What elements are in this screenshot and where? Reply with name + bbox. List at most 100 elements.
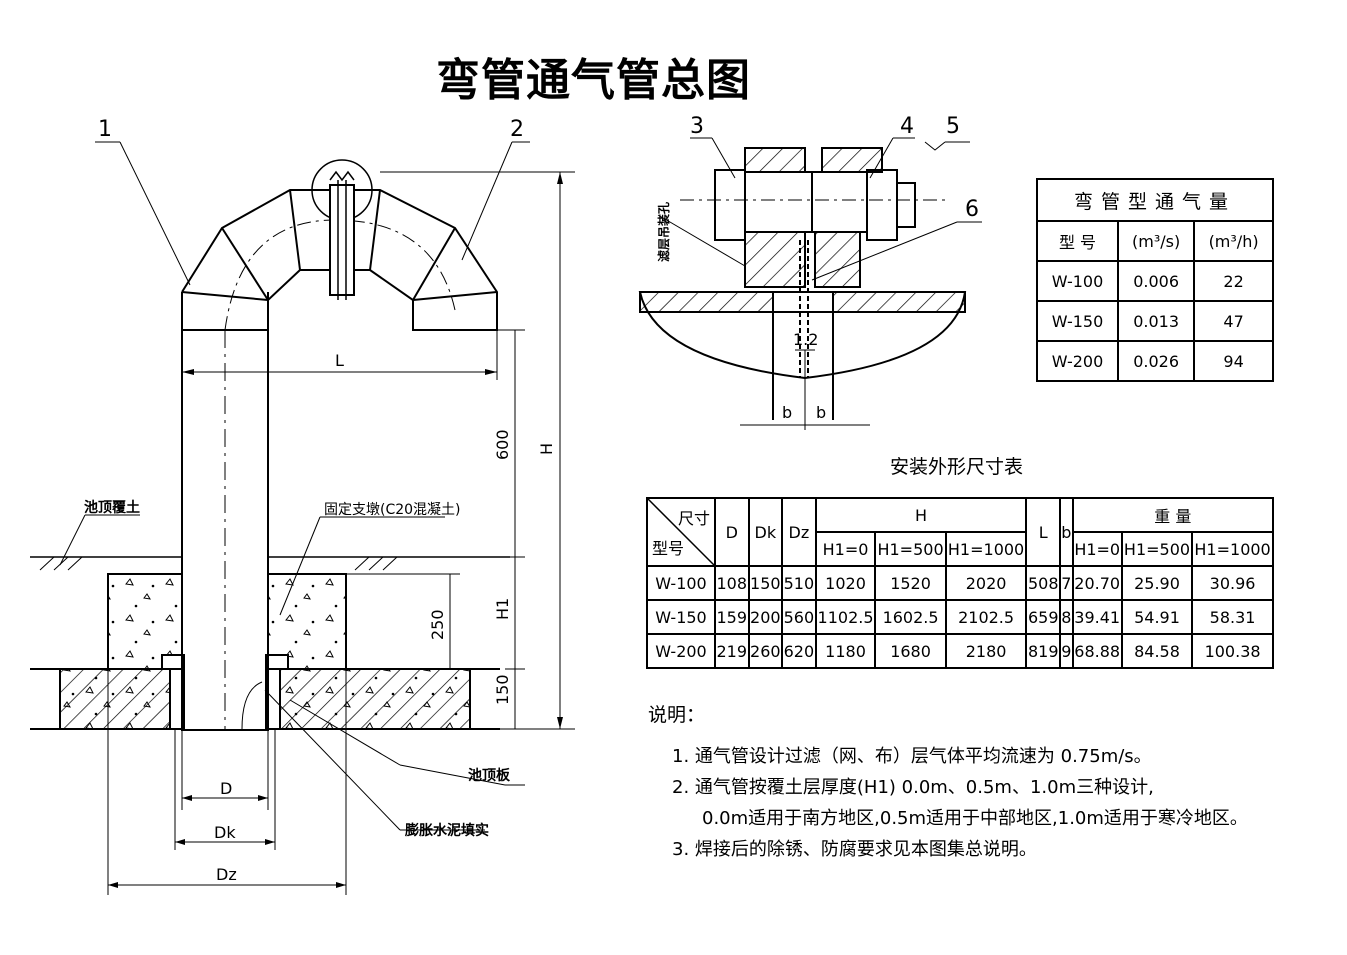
install-cell: 25.90 — [1120, 565, 1194, 601]
dim-H1: H1 — [493, 598, 512, 620]
install-cell: 1520 — [874, 565, 947, 601]
install-diag-header: 尺寸 型号 — [646, 497, 716, 567]
diagonal-line — [648, 499, 714, 565]
dim-D: D — [220, 779, 232, 798]
install-cell: 2180 — [944, 633, 1028, 669]
label-roof: 池顶板 — [468, 767, 511, 784]
vent-pipe-elevation — [30, 159, 510, 731]
install-cell: 58.31 — [1191, 599, 1274, 635]
install-cell: 1180 — [814, 633, 877, 669]
drawing-labels: 1 2 3 4 5 6 L H H1 600 250 150 D Dk Dz 1… — [84, 114, 979, 884]
install-cell: 150 — [747, 565, 784, 601]
install-cell: 1680 — [874, 633, 947, 669]
table-row: W-100 108 150 510 1020 1520 2020 508 7 2… — [646, 565, 1274, 601]
install-cell: 54.91 — [1120, 599, 1194, 635]
install-cell: 84.58 — [1120, 633, 1194, 669]
label-filter-hole: 滤层吊装孔 — [656, 202, 671, 262]
flow-table-caption: 弯管型通气量 — [1036, 178, 1274, 222]
install-cell: 1020 — [814, 565, 877, 601]
dimension-lines — [59, 141, 575, 895]
notes-section: 说明： 1. 通气管设计过滤（网、布）层气体平均流速为 0.75m/s。 2. … — [648, 700, 1248, 865]
label-cement: 膨胀水泥填实 — [405, 822, 489, 839]
install-cell: 508 — [1025, 565, 1061, 601]
install-cell: 39.41 — [1071, 599, 1123, 635]
install-cell: 819 — [1025, 633, 1061, 669]
flow-cell: W-150 — [1035, 300, 1120, 342]
dimension-arrows — [108, 172, 563, 888]
table-row: W-150 0.013 47 — [1035, 300, 1274, 342]
install-cell: 620 — [781, 633, 817, 669]
install-header-L: L — [1025, 497, 1061, 567]
flow-cell: 47 — [1193, 300, 1274, 342]
install-cell: W-100 — [646, 565, 716, 601]
dim-150: 150 — [493, 674, 512, 705]
install-cell: 8 — [1059, 599, 1074, 635]
install-cell: 2020 — [944, 565, 1028, 601]
install-header-weight: 重 量 — [1071, 497, 1275, 533]
install-cell: 1102.5 — [814, 599, 877, 635]
flow-cell: 0.026 — [1117, 340, 1196, 382]
install-cell: 100.38 — [1191, 633, 1274, 669]
subheader-cell: H1=0 — [814, 531, 877, 567]
flow-cell: 22 — [1193, 260, 1274, 302]
flow-header-model: 型 号 — [1035, 220, 1120, 262]
dim-Dk: Dk — [214, 823, 236, 842]
install-header-Dz: Dz — [781, 497, 817, 567]
flow-cell: 0.006 — [1117, 260, 1196, 302]
label-soil: 池顶覆土 — [84, 499, 140, 516]
note-item: 3. 焊接后的除锈、防腐要求见本图集总说明。 — [672, 839, 1037, 860]
dim-Dz: Dz — [216, 865, 237, 884]
flow-cell: W-100 — [1035, 260, 1120, 302]
subheader-cell: H1=500 — [1120, 531, 1194, 567]
part-2-label: 2 — [510, 117, 524, 142]
install-header-Dk: Dk — [747, 497, 784, 567]
flange-detail — [638, 147, 967, 420]
diag-bottom-label: 型号 — [652, 539, 685, 558]
install-cell: 200 — [747, 599, 784, 635]
dim-L: L — [335, 351, 344, 370]
install-cell: 560 — [781, 599, 817, 635]
dim-H: H — [537, 443, 556, 455]
flow-header-m3s: (m³/s) — [1117, 220, 1196, 262]
install-cell: 159 — [714, 599, 750, 635]
dim-1-2: 1.2 — [793, 330, 818, 349]
install-cell: 659 — [1025, 599, 1061, 635]
dim-600: 600 — [493, 429, 512, 460]
subheader-cell: H1=1000 — [1191, 531, 1274, 567]
dim-250: 250 — [428, 609, 447, 640]
table-row: W-200 219 260 620 1180 1680 2180 819 9 6… — [646, 633, 1274, 669]
install-cell: W-200 — [646, 633, 716, 669]
part-6-label: 6 — [965, 197, 979, 222]
part-1-label: 1 — [98, 117, 112, 142]
install-table: 尺寸 型号 D Dk Dz H L b 重 量 H1=0 H1=500 H1=1… — [646, 497, 1275, 669]
install-cell: 510 — [781, 565, 817, 601]
table-row: W-150 159 200 560 1102.5 1602.5 2102.5 6… — [646, 599, 1274, 635]
dim-b-right: b — [816, 403, 826, 422]
flow-header-m3h: (m³/h) — [1193, 220, 1274, 262]
subheader-cell: H1=0 — [1071, 531, 1123, 567]
note-item: 1. 通气管设计过滤（网、布）层气体平均流速为 0.75m/s。 — [672, 746, 1152, 767]
diag-top-label: 尺寸 — [677, 509, 710, 528]
flow-cell: W-200 — [1035, 340, 1120, 382]
install-cell: 7 — [1059, 565, 1074, 601]
part-4-label: 4 — [900, 114, 914, 139]
install-cell: W-150 — [646, 599, 716, 635]
notes-heading: 说明： — [648, 704, 706, 726]
install-cell: 30.96 — [1191, 565, 1274, 601]
install-cell: 9 — [1059, 633, 1074, 669]
subheader-cell: H1=500 — [874, 531, 947, 567]
part-5-label: 5 — [946, 114, 960, 139]
part-3-label: 3 — [690, 114, 704, 139]
install-cell: 1602.5 — [874, 599, 947, 635]
install-header-b: b — [1059, 497, 1074, 567]
note-item: 2. 通气管按覆土层厚度(H1) 0.0m、0.5m、1.0m三种设计, — [672, 777, 1154, 798]
label-support: 固定支墩(C20混凝土) — [324, 502, 461, 518]
flow-table: 弯管型通气量 型 号 (m³/s) (m³/h) W-100 0.006 22 … — [1035, 178, 1274, 382]
install-header-H: H — [814, 497, 1028, 533]
install-cell: 68.88 — [1071, 633, 1123, 669]
table-row: W-200 0.026 94 — [1035, 340, 1274, 382]
install-cell: 260 — [747, 633, 784, 669]
drawing-title: 弯管通气管总图 — [436, 55, 751, 106]
install-cell: 2102.5 — [944, 599, 1028, 635]
